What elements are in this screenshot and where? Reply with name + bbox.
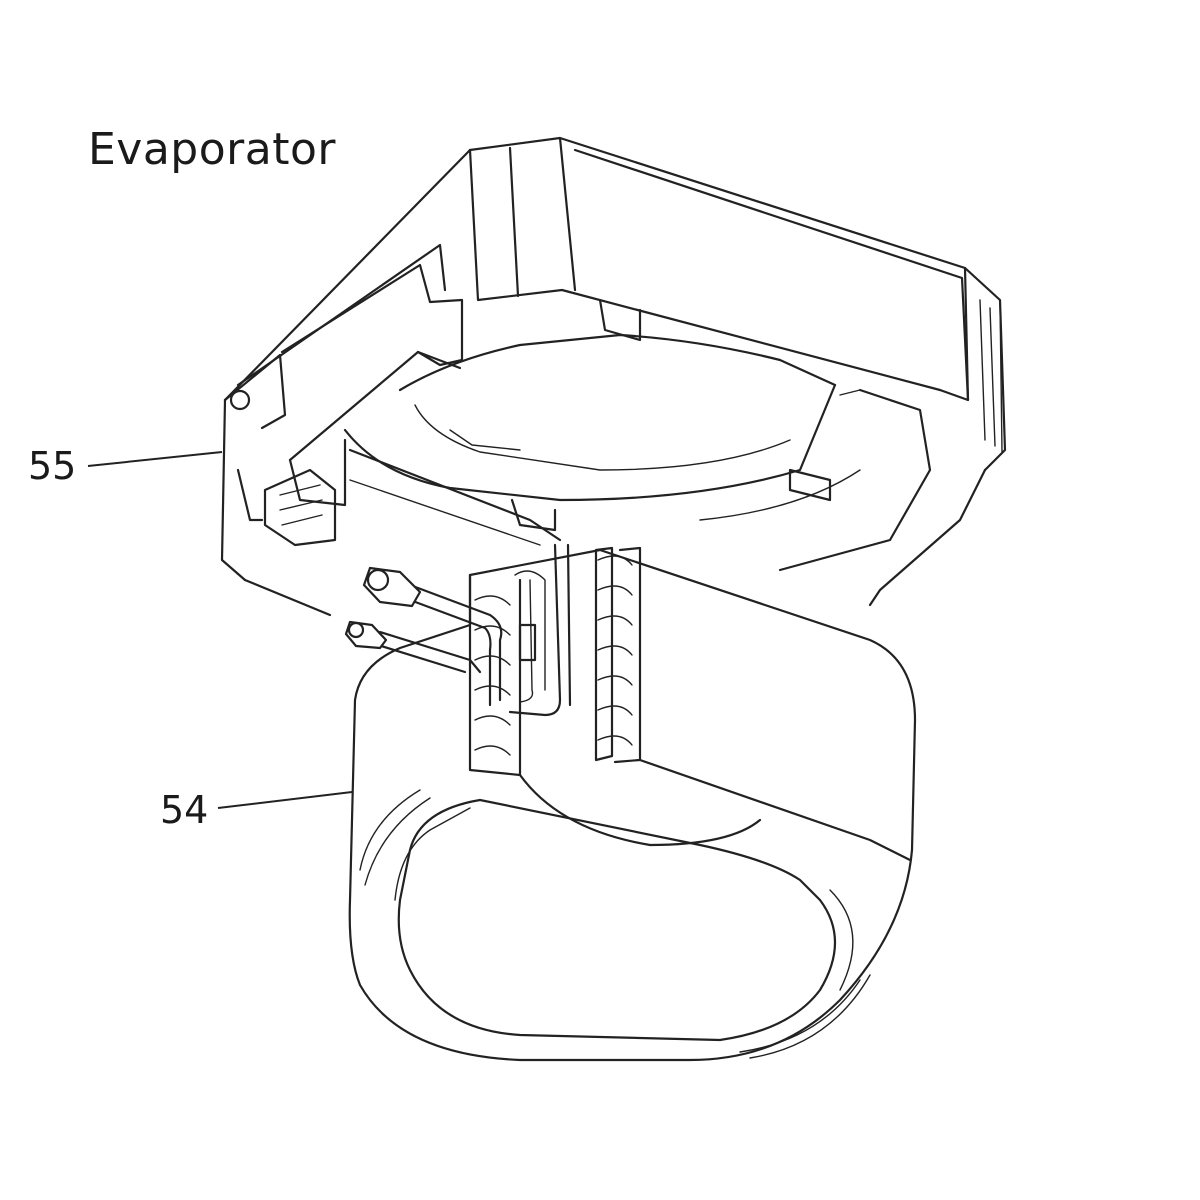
- leader-line-54: [217, 791, 353, 809]
- callout-label-55: 55: [28, 444, 77, 488]
- part-55-housing-frame: [220, 136, 1007, 617]
- callout-label-54: 54: [160, 788, 209, 832]
- diagram-title: Evaporator: [88, 124, 336, 175]
- leader-line-55: [87, 451, 223, 467]
- part-54-evaporator-coil: [344, 543, 917, 1062]
